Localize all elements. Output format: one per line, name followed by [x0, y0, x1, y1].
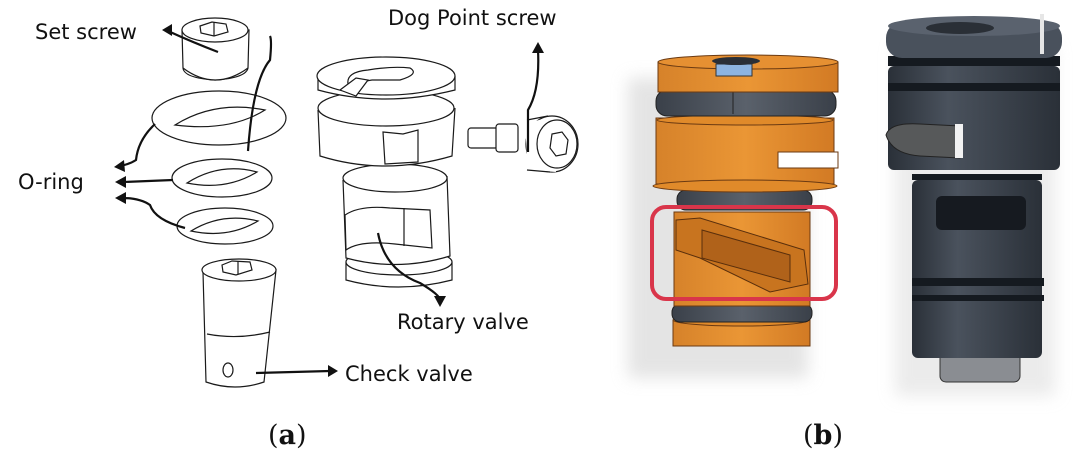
panel-a-drawing: [114, 17, 579, 388]
label-dog-point-screw: Dog Point screw: [388, 6, 557, 30]
highlight-box: [650, 205, 838, 301]
o-ring-3: [176, 207, 274, 245]
arrow-heads: [114, 24, 544, 377]
dog-point-screw-part: [467, 115, 579, 173]
label-check-valve: Check valve: [345, 362, 473, 386]
cad-render: [628, 54, 839, 378]
caption-b: (b): [803, 420, 843, 451]
check-valve-part: [201, 258, 277, 388]
caption-a: (a): [268, 420, 307, 451]
rotary-valve-part: [316, 56, 456, 288]
label-o-ring: O-ring: [18, 170, 84, 194]
photo-rotary-valve: [885, 14, 1062, 396]
label-set-screw: Set screw: [35, 20, 137, 44]
label-rotary-valve: Rotary valve: [397, 310, 529, 334]
set-screw-part: [181, 17, 250, 81]
o-ring-2: [171, 158, 273, 198]
